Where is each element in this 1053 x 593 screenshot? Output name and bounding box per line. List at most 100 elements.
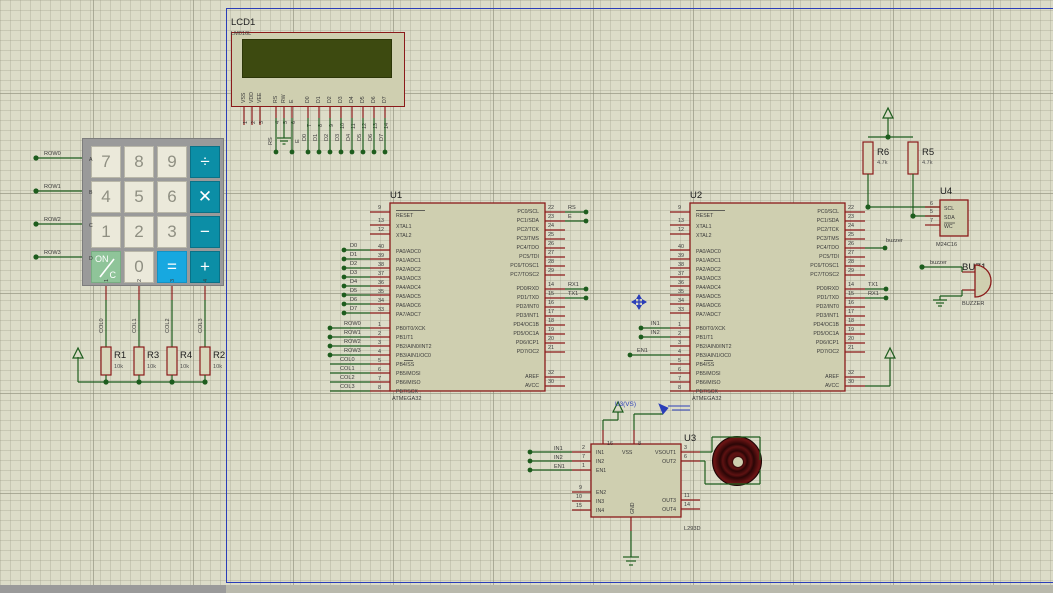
svg-text:ROW2: ROW2 bbox=[344, 339, 361, 345]
svg-text:PD2/INT0: PD2/INT0 bbox=[516, 304, 539, 310]
svg-text:PA2/ADC2: PA2/ADC2 bbox=[696, 267, 721, 273]
svg-text:R3: R3 bbox=[147, 350, 159, 361]
svg-text:24: 24 bbox=[848, 223, 854, 229]
svg-text:ROW1: ROW1 bbox=[44, 184, 61, 190]
keypad-key[interactable]: 4 bbox=[91, 181, 121, 213]
svg-text:IN2: IN2 bbox=[651, 330, 660, 336]
svg-text:33: 33 bbox=[378, 307, 384, 313]
u1-mcu[interactable]: U1 ATMEGA32 RESET 9 XTAL1 13 XTAL2 12 PA… bbox=[327, 190, 589, 402]
svg-text:VDD: VDD bbox=[249, 92, 255, 103]
svg-text:D6: D6 bbox=[371, 96, 377, 103]
lcd-component[interactable] bbox=[231, 32, 405, 107]
svg-text:33: 33 bbox=[678, 307, 684, 313]
svg-text:IN1: IN1 bbox=[596, 450, 604, 456]
svg-text:C: C bbox=[89, 223, 93, 229]
svg-text:D1: D1 bbox=[350, 252, 357, 258]
svg-text:ROW0: ROW0 bbox=[44, 151, 61, 157]
svg-text:30: 30 bbox=[548, 379, 554, 385]
u1-port-a: PA0/ADC0 40 D0 PA1/ADC1 39 D1 PA2/ADC2 3… bbox=[341, 243, 421, 318]
svg-text:5: 5 bbox=[378, 358, 381, 364]
svg-text:U2: U2 bbox=[690, 190, 702, 201]
svg-text:AVCC: AVCC bbox=[825, 383, 839, 389]
svg-text:15: 15 bbox=[848, 291, 854, 297]
on-label: ON bbox=[95, 254, 109, 264]
svg-text:PA6/ADC6: PA6/ADC6 bbox=[396, 303, 421, 309]
keypad-key-on-clear[interactable]: ON C bbox=[91, 251, 121, 283]
svg-text:TX1: TX1 bbox=[868, 282, 878, 288]
keypad-key[interactable]: − bbox=[190, 216, 220, 248]
svg-text:PD7/OC2: PD7/OC2 bbox=[517, 349, 539, 355]
svg-text:PC3/TMS: PC3/TMS bbox=[817, 236, 840, 242]
pulldown-resistors[interactable]: R1 10k R3 10k R4 10k R2 10k bbox=[72, 346, 225, 385]
svg-text:10k: 10k bbox=[180, 364, 189, 370]
svg-text:25: 25 bbox=[848, 232, 854, 238]
keypad-key[interactable]: 2 bbox=[124, 216, 154, 248]
u4-eeprom[interactable]: U4 M24C16 SCL SDA WC 6 5 7 bbox=[925, 186, 969, 248]
keypad-key[interactable]: 1 bbox=[91, 216, 121, 248]
svg-text:19: 19 bbox=[548, 327, 554, 333]
keypad-key[interactable]: 7 bbox=[91, 146, 121, 178]
keypad-component[interactable]: 7 8 9 ÷ 4 5 6 ✕ 1 2 3 − ON C 0 = + bbox=[82, 138, 224, 286]
svg-text:D1: D1 bbox=[313, 134, 319, 141]
svg-text:PC2/TCK: PC2/TCK bbox=[817, 227, 839, 233]
svg-text:VS: VS bbox=[655, 450, 662, 456]
pullup-resistors[interactable]: R6 4.7k R5 4.7k bbox=[862, 106, 940, 219]
svg-text:38: 38 bbox=[378, 262, 384, 268]
svg-text:ROW0: ROW0 bbox=[344, 321, 361, 327]
svg-text:PD5/OC1A: PD5/OC1A bbox=[513, 331, 539, 337]
svg-text:COL2: COL2 bbox=[165, 318, 171, 333]
svg-text:5: 5 bbox=[678, 358, 681, 364]
svg-text:17: 17 bbox=[848, 309, 854, 315]
svg-text:PB3/AIN1/OC0: PB3/AIN1/OC0 bbox=[696, 353, 731, 359]
voltage-probe-marker[interactable]: U3(VS) bbox=[615, 401, 690, 415]
svg-text:14: 14 bbox=[684, 502, 690, 508]
svg-text:ROW3: ROW3 bbox=[344, 348, 361, 354]
svg-text:PB0/T0/XCK: PB0/T0/XCK bbox=[396, 326, 426, 332]
svg-text:D2: D2 bbox=[350, 261, 357, 267]
svg-text:7: 7 bbox=[678, 376, 681, 382]
u3-motor-driver[interactable]: U3 L293D IN1 IN2 EN1 EN2 IN3 IN4 2 7 1 9… bbox=[527, 400, 761, 566]
u2-mcu[interactable]: U2 ATMEGA32 RESET 9 XTAL1 13 XTAL2 12 PA… bbox=[627, 190, 903, 402]
buzzer-component[interactable]: BUZ1 BUZZER buzzer bbox=[919, 260, 992, 307]
svg-text:XTAL1: XTAL1 bbox=[396, 224, 412, 230]
selection-cross-marker[interactable] bbox=[631, 294, 647, 310]
svg-text:22: 22 bbox=[848, 205, 854, 211]
svg-text:BUZ1: BUZ1 bbox=[962, 262, 986, 273]
keypad-key[interactable]: = bbox=[157, 251, 187, 283]
svg-text:8: 8 bbox=[318, 124, 324, 127]
keypad-key[interactable]: 6 bbox=[157, 181, 187, 213]
svg-text:PA1/ADC1: PA1/ADC1 bbox=[696, 258, 721, 264]
svg-text:D5: D5 bbox=[357, 134, 363, 141]
svg-text:PD6/ICP1: PD6/ICP1 bbox=[516, 340, 539, 346]
keypad-key[interactable]: ✕ bbox=[190, 181, 220, 213]
keypad-key[interactable]: 5 bbox=[124, 181, 154, 213]
keypad-key[interactable]: ÷ bbox=[190, 146, 220, 178]
svg-text:PB4/SS: PB4/SS bbox=[696, 362, 715, 368]
keypad-key[interactable]: + bbox=[190, 251, 220, 283]
svg-text:RS: RS bbox=[273, 95, 279, 103]
svg-text:4: 4 bbox=[275, 121, 281, 124]
svg-text:7: 7 bbox=[307, 124, 313, 127]
svg-text:15: 15 bbox=[576, 503, 582, 509]
svg-text:9: 9 bbox=[378, 205, 381, 211]
svg-text:IN1: IN1 bbox=[554, 446, 563, 452]
keypad-key[interactable]: 3 bbox=[157, 216, 187, 248]
svg-text:14: 14 bbox=[384, 123, 390, 129]
svg-text:40: 40 bbox=[378, 244, 384, 250]
dc-motor[interactable] bbox=[712, 436, 762, 486]
keypad-key[interactable]: 0 bbox=[124, 251, 154, 283]
keypad-col-wires: 1 2 3 4 COL0 COL1 COL2 COL3 bbox=[99, 279, 209, 347]
svg-text:PA5/ADC5: PA5/ADC5 bbox=[696, 294, 721, 300]
svg-text:6: 6 bbox=[930, 201, 933, 207]
svg-text:R4: R4 bbox=[180, 350, 192, 361]
svg-text:R5: R5 bbox=[922, 147, 934, 158]
svg-text:5: 5 bbox=[283, 121, 289, 124]
keypad-key[interactable]: 9 bbox=[157, 146, 187, 178]
lcd-data-net-labels: D0 D1 D2 D3 D4 D5 D6 D7 RS E bbox=[268, 134, 385, 145]
svg-text:34: 34 bbox=[378, 298, 384, 304]
keypad-key[interactable]: 8 bbox=[124, 146, 154, 178]
svg-text:PD4/OC1B: PD4/OC1B bbox=[813, 322, 839, 328]
svg-text:D7: D7 bbox=[382, 96, 388, 103]
svg-text:PA3/ADC3: PA3/ADC3 bbox=[396, 276, 421, 282]
